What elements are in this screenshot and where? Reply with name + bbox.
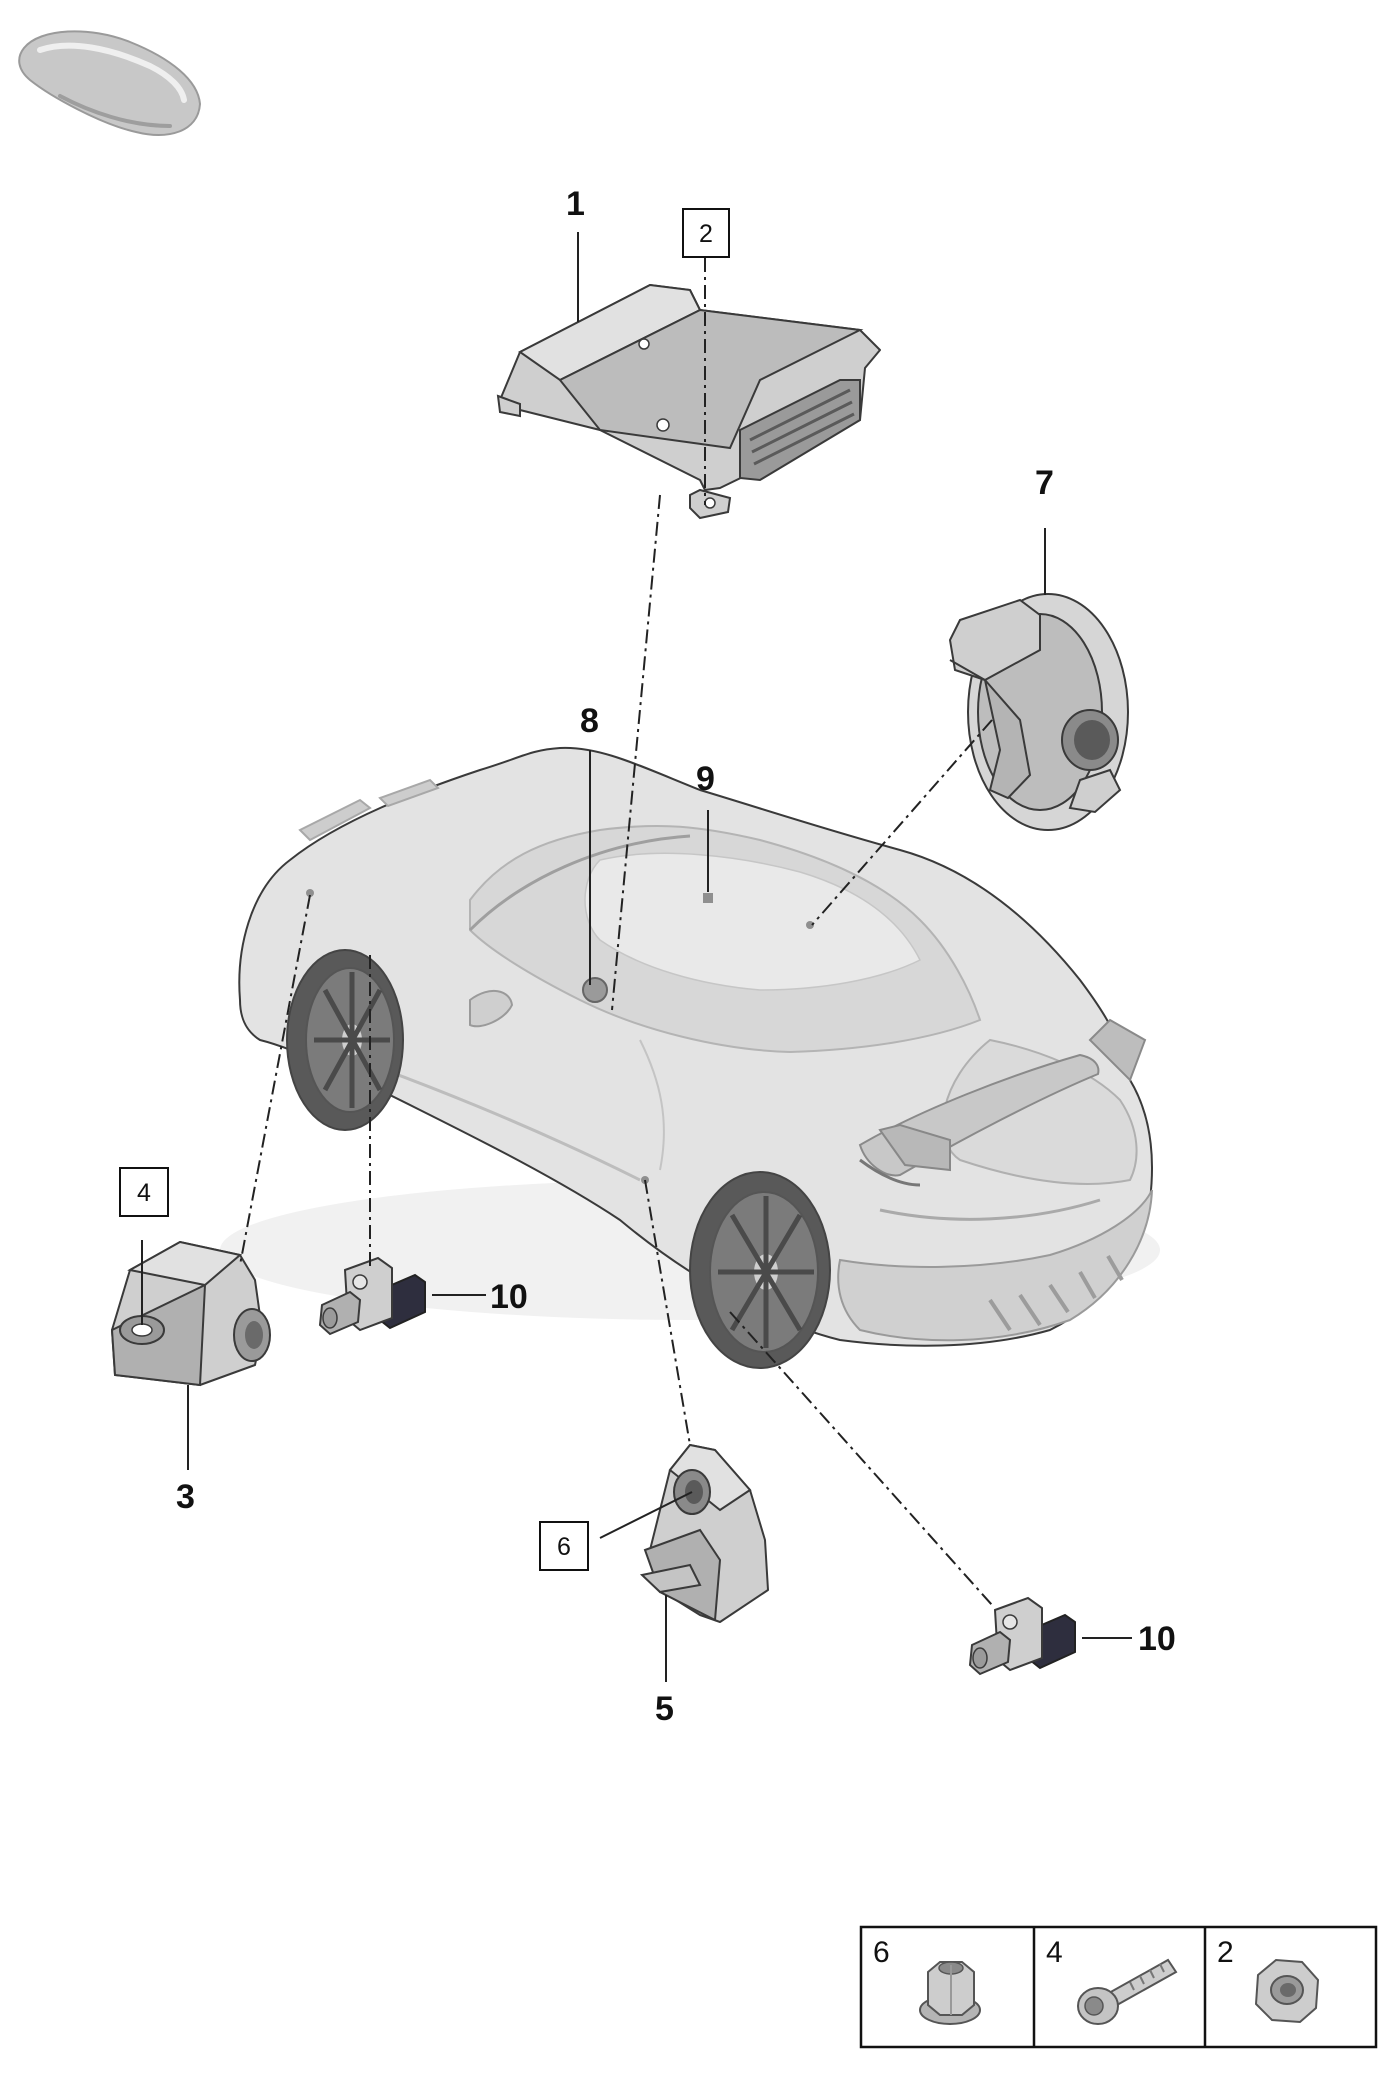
location-marker-7 xyxy=(806,921,814,929)
callout-1: 1 xyxy=(566,185,585,223)
callout-4: 4 xyxy=(137,1179,151,1207)
vehicle-thumbnail-icon[interactable] xyxy=(18,30,202,136)
callout-labels: 1 2 7 8 9 4 3 10 6 5 10 xyxy=(119,185,1176,1728)
key-number-1: 6 xyxy=(873,1936,890,1969)
callout-2-box xyxy=(682,208,730,258)
callout-9: 9 xyxy=(696,760,715,798)
bolt-icon[interactable] xyxy=(1077,1958,1178,2025)
location-marker-9 xyxy=(703,893,713,903)
key-number-2: 4 xyxy=(1046,1936,1063,1969)
impact-sensor-upper[interactable] xyxy=(318,1256,426,1336)
callout-6-box xyxy=(539,1521,589,1571)
car-body xyxy=(220,746,1160,1369)
front-wheel xyxy=(286,949,404,1131)
callout-10-upper: 10 xyxy=(490,1278,528,1316)
airbag-control-unit[interactable] xyxy=(496,283,881,520)
callout-5: 5 xyxy=(655,1690,674,1728)
location-marker-8 xyxy=(582,977,608,1003)
callout-2: 2 xyxy=(699,220,713,248)
callout-3: 3 xyxy=(176,1478,195,1516)
key-number-3: 2 xyxy=(1217,1936,1234,1969)
flange-nut-icon[interactable] xyxy=(919,1961,981,2025)
rear-wheel xyxy=(689,1171,831,1369)
side-sensor-bracket[interactable] xyxy=(639,1443,769,1623)
front-sensor-bracket[interactable] xyxy=(110,1240,271,1387)
fastener-key-table: 6 4 2 xyxy=(859,1925,1378,2049)
hex-nut-icon[interactable] xyxy=(1254,1958,1320,2024)
callout-6: 6 xyxy=(557,1533,571,1561)
callout-7: 7 xyxy=(1035,464,1054,502)
impact-sensor-lower[interactable] xyxy=(968,1596,1076,1676)
leader-lines xyxy=(141,232,1132,1682)
callout-10-lower: 10 xyxy=(1138,1620,1176,1658)
callout-4-box xyxy=(119,1167,169,1217)
callout-8: 8 xyxy=(580,702,599,740)
clock-spring-sensor[interactable] xyxy=(948,593,1129,831)
